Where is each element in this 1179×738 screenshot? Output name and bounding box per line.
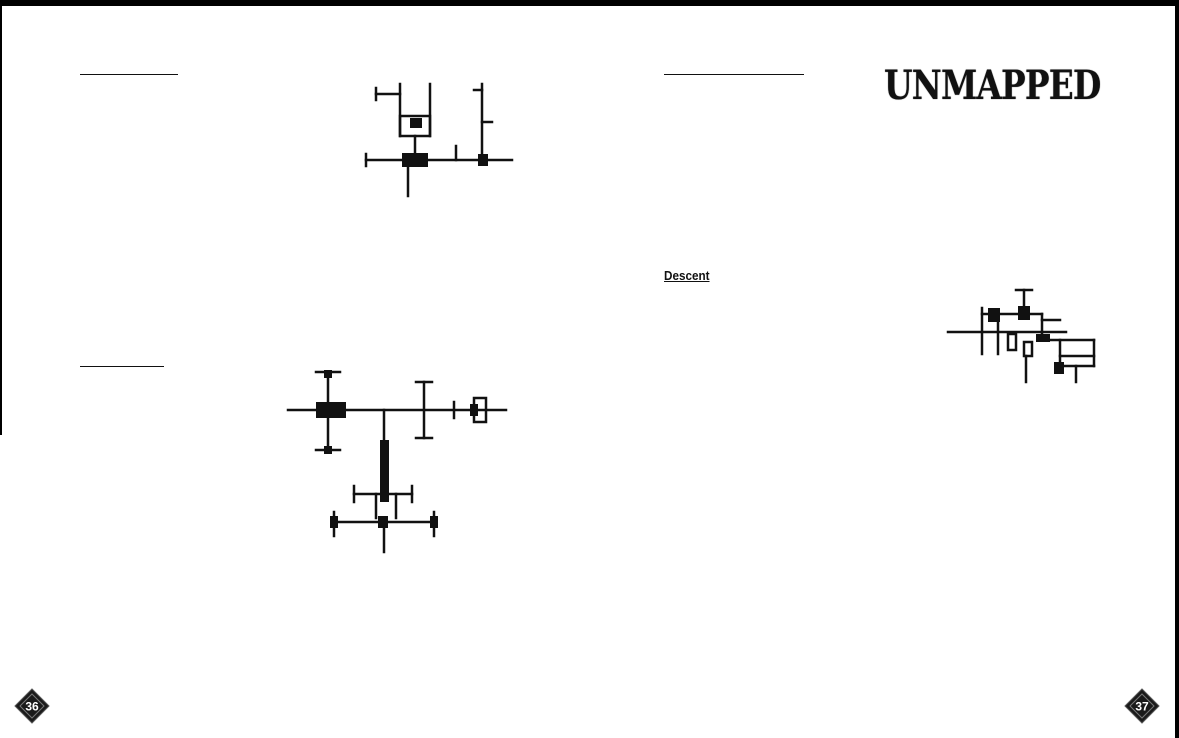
header-rule-top-right [664,74,804,75]
unmapped-heading: UNMAPPED [884,62,1101,109]
right-border [1175,0,1179,738]
page-number-right: 37 [1135,700,1149,714]
header-rule-top-left [80,74,178,75]
left-border [0,0,2,435]
map-top-left [364,82,514,198]
header-rule-middle-left [80,366,164,367]
top-border [0,0,1179,6]
map-middle-left [286,370,508,554]
diamond-page-marker-icon [1124,688,1160,724]
page-number-badge-left: 36 [14,688,50,724]
descent-label: Descent [664,268,710,283]
page-number-badge-right: 37 [1124,688,1160,724]
diamond-page-marker-icon [14,688,50,724]
page-number-left: 36 [25,700,39,714]
map-descent [946,288,1096,384]
